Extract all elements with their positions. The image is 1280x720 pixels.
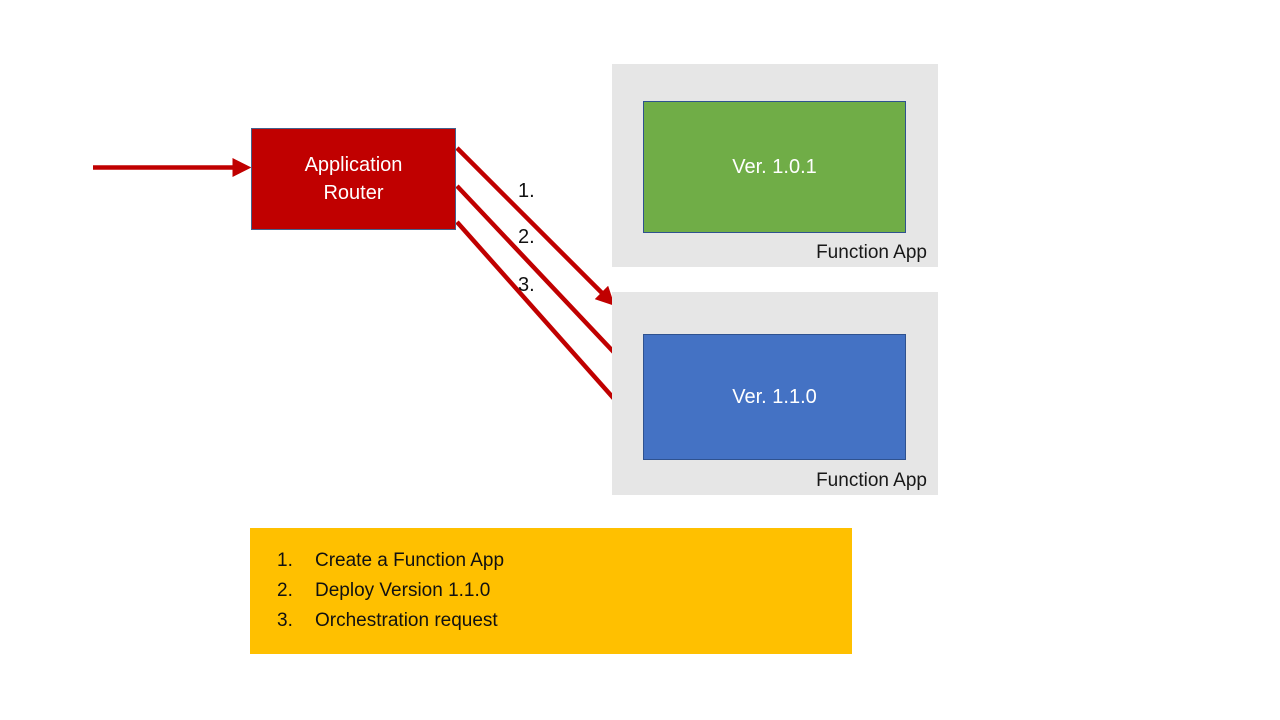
arrow-label-2: 2. xyxy=(518,226,535,248)
arrow-step-1 xyxy=(455,146,615,306)
function-app-caption-green: Function App xyxy=(816,242,927,263)
legend-item-text: Deploy Version 1.1.0 xyxy=(315,580,491,601)
legend-list: 1. Create a Function App 2. Deploy Versi… xyxy=(277,546,504,636)
legend-item-number: 2. xyxy=(277,580,293,601)
version-label-green: Ver. 1.0.1 xyxy=(732,155,817,178)
version-box-green[interactable]: Ver. 1.0.1 xyxy=(643,101,906,233)
legend-item-text: Orchestration request xyxy=(315,610,498,631)
version-label-blue: Ver. 1.1.0 xyxy=(732,385,817,408)
function-app-container-blue[interactable]: Ver. 1.1.0 Function App xyxy=(612,292,938,495)
arrow-label-1: 1. xyxy=(518,180,535,202)
arrow-step-3 xyxy=(455,220,644,433)
legend-item-number: 1. xyxy=(277,550,293,571)
function-app-caption-blue: Function App xyxy=(816,470,927,491)
legend-item-text: Create a Function App xyxy=(315,550,505,571)
application-router-label: Application Router xyxy=(304,154,403,204)
arrow-label-3: 3. xyxy=(518,274,535,296)
legend-item: 1. Create a Function App xyxy=(277,546,504,576)
legend-item-number: 3. xyxy=(277,610,293,631)
legend-item: 3. Orchestration request xyxy=(277,606,504,636)
legend-item: 2. Deploy Version 1.1.0 xyxy=(277,576,504,606)
arrow-step-2 xyxy=(455,184,644,384)
version-box-blue[interactable]: Ver. 1.1.0 xyxy=(643,334,906,460)
application-router-node[interactable]: Application Router xyxy=(251,128,456,230)
legend-panel: 1. Create a Function App 2. Deploy Versi… xyxy=(250,528,852,654)
function-app-container-green[interactable]: Ver. 1.0.1 Function App xyxy=(612,64,938,267)
